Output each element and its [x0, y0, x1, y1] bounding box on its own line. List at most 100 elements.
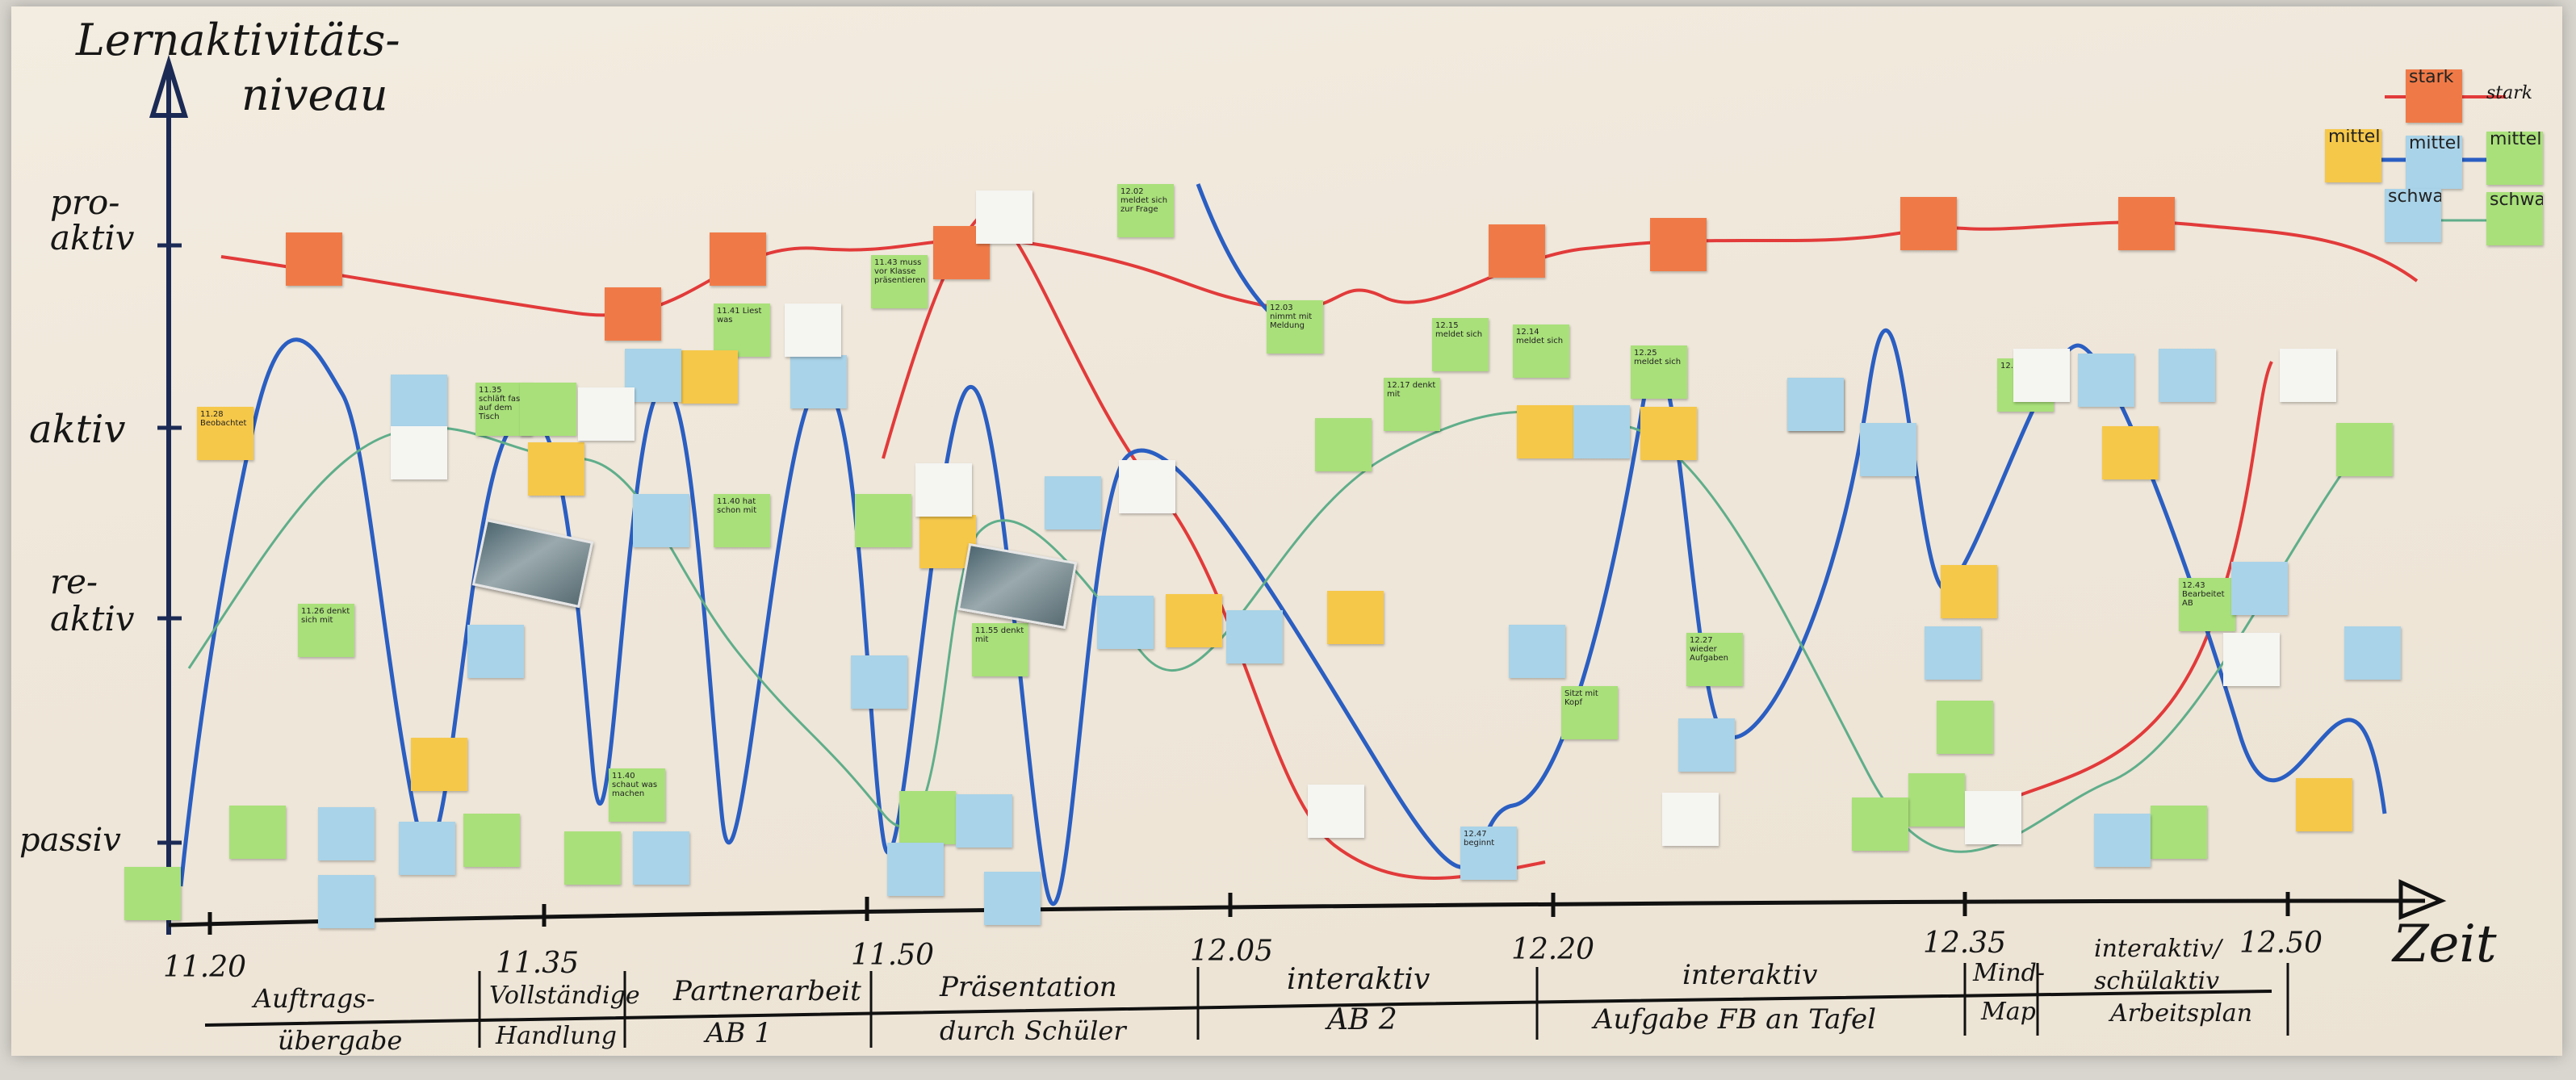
level-reaktiv-line2: aktiv: [50, 599, 135, 638]
sticky-note: [1509, 625, 1565, 678]
sticky-note: [1650, 218, 1707, 271]
sticky-note: [2296, 778, 2352, 831]
sticky-note: [710, 232, 766, 286]
phase-8-line1: interaktiv/: [2094, 935, 2222, 963]
sticky-note: 11.28 Beobachtet: [197, 407, 253, 460]
sticky-note: [1517, 405, 1573, 458]
sticky-note: [2094, 814, 2151, 867]
sticky-note: 11.40 hat schon mit: [714, 494, 770, 547]
sticky-note: [1327, 591, 1384, 644]
phase-6-line1: interaktiv: [1682, 959, 1818, 991]
sticky-note: 11.40 schaut was machen: [609, 768, 665, 822]
sticky-note: 11.41 Liest was: [714, 303, 770, 357]
sticky-note: [1925, 626, 1981, 680]
sticky-note: [1226, 610, 1283, 663]
sticky-note: 11.55 denkt mit: [972, 623, 1028, 676]
phase-2-line1: Vollständige: [489, 982, 640, 1010]
phase-7-line2: Map: [1981, 998, 2036, 1026]
phase-8-line2: schülaktiv: [2094, 967, 2220, 995]
level-proaktiv-line1: pro-: [50, 182, 120, 222]
legend-note-stark: stark: [2406, 69, 2462, 123]
sticky-note: [899, 791, 956, 844]
sticky-note: [790, 355, 847, 408]
sticky-note: [1308, 785, 1364, 838]
time-label-1235: 12.35: [1923, 927, 2007, 960]
sticky-note: [855, 494, 911, 547]
sticky-note: Sitzt mit Kopf: [1561, 686, 1618, 739]
sticky-note: [229, 806, 286, 859]
sticky-note: [1045, 476, 1101, 530]
sticky-note: 12.17 denkt mit: [1384, 378, 1440, 431]
sticky-note: 12.25 meldet sich: [1631, 345, 1687, 399]
sticky-note: 12.02 meldet sich zur Frage: [1117, 184, 1174, 237]
sticky-note: [520, 383, 576, 436]
sticky-note: [2159, 349, 2215, 402]
time-label-1205: 12.05: [1190, 935, 1274, 968]
sticky-note: [2280, 349, 2336, 402]
time-label-1220: 12.20: [1511, 933, 1595, 966]
sticky-note: [2078, 354, 2134, 407]
sticky-note: [1573, 405, 1630, 458]
sticky-note: [2223, 633, 2280, 686]
sticky-note: [391, 375, 447, 428]
sticky-note: [1678, 718, 1735, 772]
phase-3-line1: Partnerarbeit: [673, 975, 861, 1007]
sticky-note: [605, 287, 661, 341]
sticky-note: 12.47 beginnt: [1460, 827, 1517, 880]
phase-2-line2: Handlung: [496, 1022, 618, 1050]
legend-note-mittel-green: mittel: [2486, 132, 2543, 185]
sticky-note: [1640, 407, 1697, 460]
time-label-1120: 11.20: [163, 951, 247, 984]
sticky-note: [1315, 418, 1372, 471]
activity-curves: [149, 54, 2447, 1048]
sticky-note: [915, 463, 972, 517]
phase-5-line1: interaktiv: [1287, 963, 1430, 996]
sticky-note: [124, 867, 181, 920]
phase-4-line2: durch Schüler: [940, 1015, 1126, 1046]
sticky-note: [399, 822, 455, 875]
time-axis-label: Zeit: [2393, 915, 2497, 974]
level-proaktiv-line2: aktiv: [50, 218, 135, 257]
time-label-1150: 11.50: [851, 939, 935, 972]
sticky-note: [633, 494, 689, 547]
legend-note-mittel-blue: mittel: [2406, 136, 2462, 189]
sticky-note: 12.27 wieder Aufgaben: [1686, 633, 1743, 686]
sticky-note: [2151, 806, 2207, 859]
time-label-1250: 12.50: [2239, 927, 2323, 960]
sticky-note: [633, 831, 689, 885]
sticky-note: 11.26 denkt sich mit: [298, 604, 354, 657]
phase-3-line2: AB 1: [706, 1017, 772, 1049]
sticky-note: [1097, 596, 1154, 649]
sticky-note: [528, 442, 584, 496]
chart-title-line1: Lernaktivitäts-: [76, 15, 400, 65]
sticky-note: [2013, 349, 2070, 402]
sticky-note: 12.14 meldet sich: [1513, 324, 1569, 378]
sticky-note: [976, 190, 1032, 244]
sticky-note: [984, 872, 1041, 925]
time-label-1135: 11.35: [496, 947, 580, 980]
phase-6-line2: Aufgabe FB an Tafel: [1594, 1003, 1877, 1036]
sticky-note: [1489, 224, 1545, 278]
sticky-note: [2102, 426, 2159, 479]
legend-note-schwach: schwach: [2385, 189, 2441, 242]
sticky-note: [851, 655, 907, 709]
sticky-note: [1900, 197, 1957, 250]
legend-label-schwach: schwach: [2486, 192, 2543, 245]
sticky-note: [286, 232, 342, 286]
phase-1-line2: übergabe: [278, 1025, 403, 1056]
sticky-note: [578, 387, 635, 441]
paper-sheet: Lernaktivitäts- niveau pro- aktiv aktiv …: [11, 6, 2562, 1056]
sticky-note: 11.43 muss vor Klasse präsentieren: [871, 255, 928, 308]
sticky-note: [1852, 797, 1908, 851]
level-passiv: passiv: [19, 822, 121, 859]
level-aktiv: aktiv: [29, 407, 126, 452]
sticky-note: [1787, 378, 1844, 431]
sticky-note: [391, 426, 447, 479]
sticky-note: [681, 350, 738, 404]
sticky-note: [785, 303, 841, 357]
sticky-note: [318, 875, 375, 928]
sticky-note: [463, 814, 520, 867]
sticky-note: [1860, 423, 1916, 476]
legend-label-stark: stark: [2486, 83, 2533, 103]
phase-1-line1: Auftrags-: [253, 983, 375, 1014]
